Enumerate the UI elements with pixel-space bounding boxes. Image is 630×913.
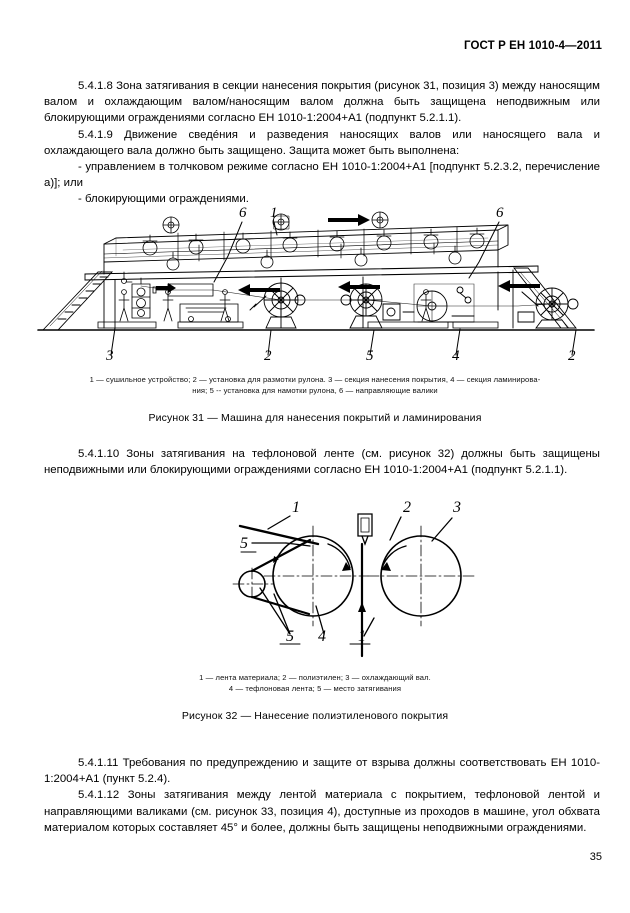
clause-5-4-1-8: 5.4.1.8 Зона затягивания в секции нанесе…	[44, 80, 600, 125]
figure-31-legend: 1 — сушильное устройство; 2 — установка …	[28, 374, 602, 396]
figure-31-legend-line-2: ния; 5 -- установка для намотки рулона, …	[192, 386, 438, 395]
page-number: 35	[589, 851, 602, 863]
figure-31-legend-line-1: 1 — сушильное устройство; 2 — установка …	[89, 375, 541, 384]
figure-32: 1 2 3 5 5 4 1	[28, 496, 602, 722]
figure-32-legend-line-2: 4 — тефлоновая лента; 5 — место затягива…	[228, 684, 402, 693]
figure-32-callout-4: 4	[318, 628, 326, 645]
clause-group-top: 5.4.1.8 Зона затягивания в секции нанесе…	[44, 78, 600, 208]
figure-32-drawing: 1 2 3 5 5 4 1	[28, 496, 602, 664]
figure-31-drawing: 6 1 6 3 2 5 4 2	[28, 200, 602, 368]
body-text-top: 5.4.1.8 Зона затягивания в секции нанесе…	[44, 78, 600, 208]
figure-31: 6 1 6 3 2 5 4 2	[28, 200, 602, 424]
figure-32-legend: 1 — лента материала; 2 — полиэтилен; 3 —…	[28, 672, 602, 694]
clause-group-bottom: 5.4.1.11 Требования по предупреждению и …	[44, 755, 600, 836]
clause-5-4-1-9-item-a: - управлением в толчковом режиме согласн…	[44, 161, 600, 190]
standard-header: ГОСТ Р ЕН 1010-4—2011	[464, 40, 602, 52]
figure-31-callout-2a: 2	[264, 348, 272, 364]
clause-5-4-1-11: 5.4.1.11 Требования по предупреждению и …	[44, 757, 600, 786]
clause-5-4-1-9: 5.4.1.9 Движение сведéния и разведения н…	[44, 128, 600, 157]
figure-32-title: Рисунок 32 — Нанесение полиэтиленового п…	[181, 710, 449, 722]
figure-31-callout-2b: 2	[568, 348, 576, 364]
figure-31-title: Рисунок 31 — Машина для нанесения покрыт…	[148, 412, 482, 424]
figure-31-callout-6b: 6	[496, 205, 504, 221]
figure-32-callout-1-top: 1	[292, 499, 300, 516]
body-text-bottom: 5.4.1.11 Требования по предупреждению и …	[44, 755, 600, 836]
clause-5-4-1-9-item-b: - блокирующими ограждениями.	[78, 193, 249, 206]
figure-32-callout-2: 2	[403, 499, 411, 516]
figure-32-callout-5-left: 5	[240, 535, 248, 552]
figure-31-callout-1: 1	[270, 205, 278, 221]
figure-31-callout-6a: 6	[239, 205, 247, 221]
figure-32-callout-5-bottom: 5	[286, 628, 294, 645]
clause-5-4-1-10: 5.4.1.10 Зоны затягивания на тефлоновой …	[44, 448, 600, 477]
body-text-middle: 5.4.1.10 Зоны затягивания на тефлоновой …	[44, 446, 600, 478]
figure-32-legend-line-1: 1 — лента материала; 2 — полиэтилен; 3 —…	[199, 673, 431, 682]
clause-5-4-1-12: 5.4.1.12 Зоны затягивания между лентой м…	[44, 789, 600, 834]
figure-31-callout-4: 4	[452, 348, 460, 364]
figure-31-callout-5: 5	[366, 348, 374, 364]
figure-31-callout-3: 3	[105, 348, 114, 364]
figure-32-callout-3: 3	[452, 499, 461, 516]
